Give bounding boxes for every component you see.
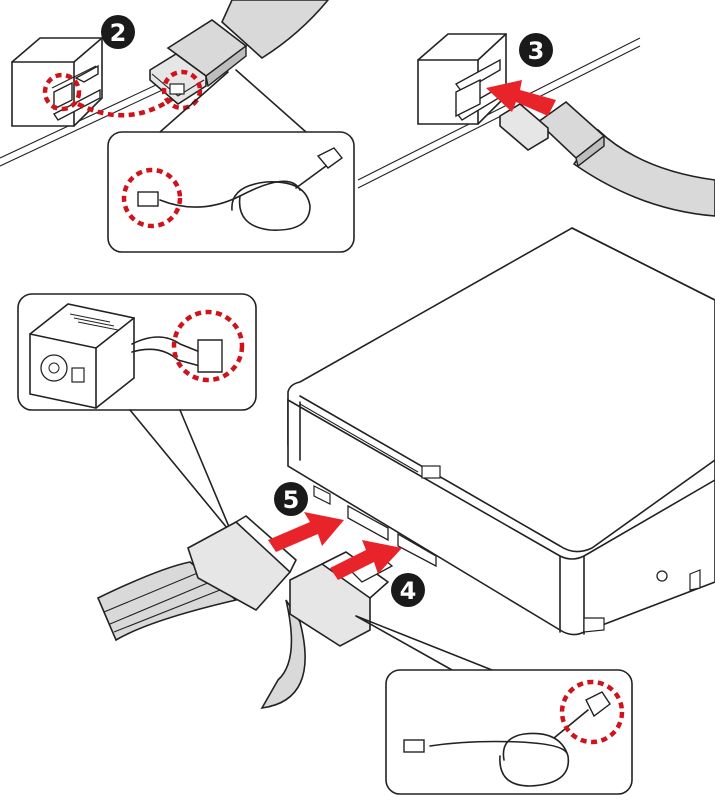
step-3-badge: 3 <box>519 33 553 67</box>
step-3-label: 3 <box>528 37 545 65</box>
sata-cable-plug-icon <box>500 102 715 216</box>
psu-callout-pointer <box>130 410 232 534</box>
step-2-illustration: 2 <box>0 0 354 252</box>
sata-cable-end-callout <box>386 670 632 794</box>
step-4-label: 4 <box>400 577 417 605</box>
step-5-badge: 5 <box>274 482 308 516</box>
sata-cable-end-callout-pointer <box>356 616 492 670</box>
hard-drive-icon <box>288 228 715 635</box>
step-4-badge: 4 <box>391 573 425 607</box>
step-2-badge: 2 <box>101 15 135 49</box>
insert-arrow-icon <box>268 512 344 552</box>
power-cable-plug-icon <box>98 516 296 640</box>
step-5-label: 5 <box>283 486 300 514</box>
step-2-label: 2 <box>110 19 127 47</box>
drive-bay-icon <box>12 38 102 126</box>
sata-cable-callout <box>108 132 354 252</box>
psu-callout <box>18 294 256 410</box>
step-3-illustration: 3 <box>358 33 715 216</box>
drive-bay-icon <box>418 34 506 124</box>
sata-cable-plug-icon <box>150 0 328 104</box>
